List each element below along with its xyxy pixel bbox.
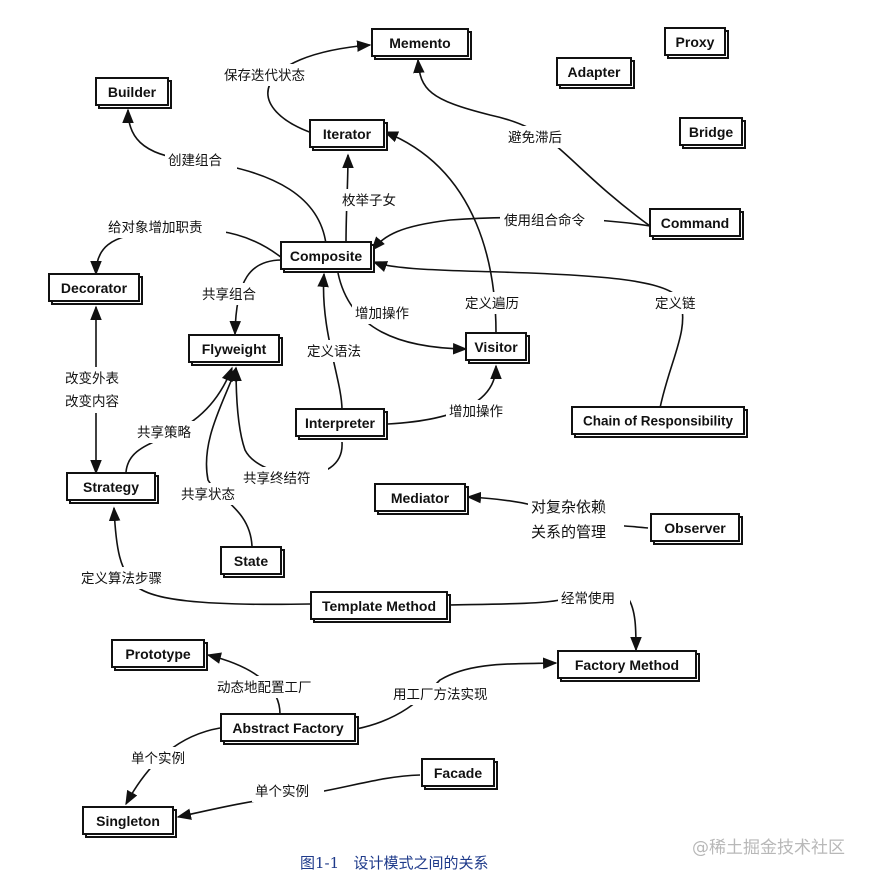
label-implement-using-factory-method: 用工厂方法实现: [393, 687, 488, 703]
edge-chain-composite: [372, 261, 684, 409]
edge-composite-visitor: [337, 272, 468, 355]
node-singleton-label: Singleton: [96, 813, 160, 829]
node-state: State: [220, 546, 285, 578]
node-strategy-label: Strategy: [83, 479, 139, 495]
label-add-operations-1: 增加操作: [355, 306, 409, 322]
node-command-label: Command: [661, 215, 729, 231]
node-builder: Builder: [95, 77, 172, 109]
node-abstract-factory-label: Abstract Factory: [232, 720, 343, 736]
node-prototype-label: Prototype: [125, 646, 191, 662]
node-strategy: Strategy: [66, 472, 159, 504]
node-observer: Observer: [650, 513, 743, 545]
label-share-terminal-symbols: 共享终结符: [243, 470, 311, 487]
label-define-traversal: 定义遍历: [465, 296, 519, 312]
label-share-states: 共享状态: [181, 486, 235, 503]
node-mediator-label: Mediator: [391, 490, 450, 506]
label-change-guts: 改变内容: [65, 393, 119, 410]
node-iterator: Iterator: [309, 119, 388, 151]
label-change-skin: 改变外表: [65, 371, 119, 387]
node-composite: Composite: [280, 241, 375, 273]
label-define-chain: 定义链: [655, 296, 696, 312]
node-visitor: Visitor: [465, 332, 530, 364]
nodes: Memento Proxy Adapter Builder Iterator B…: [48, 27, 748, 838]
label-define-algorithm-steps: 定义算法步骤: [81, 571, 162, 587]
label-share-strategies: 共享策略: [137, 424, 191, 441]
node-singleton: Singleton: [82, 806, 177, 838]
node-state-label: State: [234, 553, 268, 569]
label-single-instance-2: 单个实例: [255, 784, 309, 800]
label-dynamic-configure-factory: 动态地配置工厂: [217, 680, 312, 696]
node-decorator-label: Decorator: [61, 280, 128, 296]
node-template-method-label: Template Method: [322, 598, 436, 614]
node-factory-method-label: Factory Method: [575, 657, 679, 673]
node-facade: Facade: [421, 758, 498, 790]
node-bridge-label: Bridge: [689, 124, 734, 140]
node-flyweight-label: Flyweight: [202, 341, 267, 357]
node-chain-of-responsibility: Chain of Responsibility: [571, 406, 748, 438]
label-complex-dependency-1: 对复杂依赖: [531, 498, 606, 516]
edge-labels: 保存迭代状态 避免滞后 创建组合 枚举子女 给对象增加职责 使用组合命令 共享组…: [62, 64, 708, 802]
edge-interpreter-flyweight: [230, 366, 343, 476]
node-composite-label: Composite: [290, 248, 363, 264]
node-prototype: Prototype: [111, 639, 208, 671]
node-facade-label: Facade: [434, 765, 482, 781]
label-share-composite: 共享组合: [202, 286, 256, 303]
node-command: Command: [649, 208, 744, 240]
node-abstract-factory: Abstract Factory: [220, 713, 359, 745]
edge-composite-flyweight: [229, 259, 283, 336]
label-save-iteration-state: 保存迭代状态: [224, 68, 305, 84]
label-complex-dependency-2: 关系的管理: [531, 523, 606, 541]
node-template-method: Template Method: [310, 591, 451, 623]
node-memento-label: Memento: [389, 35, 450, 51]
watermark: @稀土掘金技术社区: [692, 838, 845, 858]
edge-command-composite: [371, 216, 651, 252]
label-avoid-lag: 避免滞后: [508, 130, 562, 146]
node-visitor-label: Visitor: [474, 339, 518, 355]
node-mediator: Mediator: [374, 483, 469, 515]
label-enumerate-children: 枚举子女: [342, 192, 396, 209]
node-adapter-label: Adapter: [568, 64, 621, 80]
label-use-composite-command: 使用组合命令: [504, 212, 585, 229]
edge-state-flyweight: [205, 366, 253, 547]
label-add-operations-2: 增加操作: [449, 404, 503, 420]
node-adapter: Adapter: [556, 57, 635, 89]
node-proxy-label: Proxy: [676, 34, 715, 50]
node-factory-method: Factory Method: [557, 650, 700, 682]
node-interpreter: Interpreter: [295, 408, 388, 440]
node-flyweight: Flyweight: [188, 334, 283, 366]
label-add-responsibilities: 给对象增加职责: [108, 220, 203, 236]
label-single-instance-1: 单个实例: [131, 751, 185, 767]
node-iterator-label: Iterator: [323, 126, 372, 142]
node-chain-label: Chain of Responsibility: [583, 414, 734, 429]
edge-abstract-factory: [355, 657, 558, 730]
label-create-composite: 创建组合: [168, 153, 222, 169]
node-decorator: Decorator: [48, 273, 143, 305]
label-define-grammar: 定义语法: [307, 344, 361, 360]
node-memento: Memento: [371, 28, 472, 60]
node-bridge: Bridge: [679, 117, 746, 149]
node-builder-label: Builder: [108, 84, 157, 100]
node-interpreter-label: Interpreter: [305, 415, 376, 431]
node-observer-label: Observer: [664, 520, 726, 536]
edge-command-memento: [413, 58, 651, 227]
label-often-uses: 经常使用: [561, 590, 615, 607]
node-proxy: Proxy: [664, 27, 729, 59]
figure-caption: 图1-1 设计模式之间的关系: [300, 854, 488, 872]
